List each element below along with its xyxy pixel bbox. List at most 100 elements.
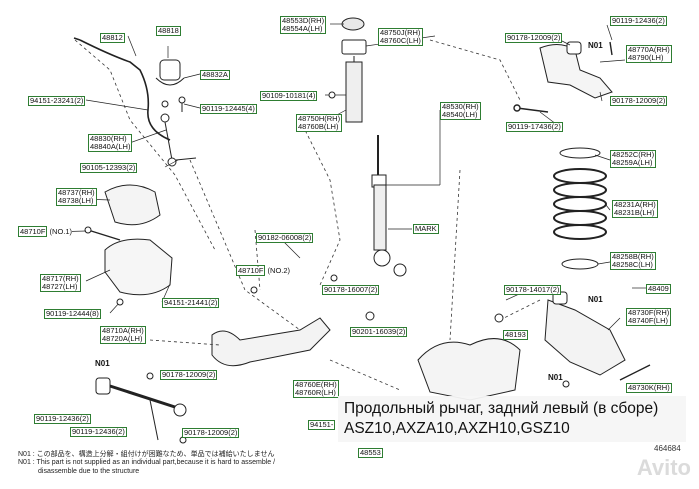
footnote-en-2: disassemble due to the structure — [38, 468, 140, 475]
part-48737-rh: 48737(RH) — [58, 188, 95, 197]
part-48830-rh: 48830(RH) — [90, 134, 127, 143]
note-n01-mid: N01 — [588, 295, 603, 304]
part-48252c-rh: 48252C(RH) — [612, 150, 655, 159]
part-48750h-rh: 48750H(RH) — [298, 114, 341, 123]
part-94151-23241: 94151-23241(2) — [28, 96, 86, 106]
part-48530: 48530(RH) 48540(LH) — [440, 102, 481, 120]
stabilizer-bar — [73, 37, 171, 141]
mark-label: MARK — [413, 224, 439, 234]
part-48717: 48717(RH) 48727(LH) — [40, 274, 81, 292]
part-48231a: 48231A(RH) 48231B(LH) — [612, 200, 658, 218]
part-48710f-number: 48710F — [18, 226, 48, 237]
part-90178-16007: 90178-16007(2) — [322, 285, 380, 295]
part-90178-12009-right: 90178-12009(2) — [610, 96, 668, 106]
part-48259a-lh: 48259A(LH) — [612, 158, 653, 167]
part-48710f-no1: 48710F (NO.1) — [18, 226, 73, 237]
part-48717-rh: 48717(RH) — [42, 274, 79, 283]
part-48258b: 48258B(RH) 48258C(LH) — [610, 252, 656, 270]
part-48409: 48409 — [646, 284, 671, 294]
part-48710a-rh: 48710A(RH) — [102, 326, 144, 335]
part-90119-17436: 90119-17436(2) — [506, 122, 563, 132]
caption-models: ASZ10,AXZA10,AXZH10,GSZ10 — [344, 420, 570, 437]
part-48231a-rh: 48231A(RH) — [614, 200, 656, 209]
part-48530-rh: 48530(RH) — [442, 102, 479, 111]
part-48553d-rh: 48553D(RH) — [282, 16, 325, 25]
stabilizer-bushing — [155, 59, 186, 112]
part-48710f-no2: 48710F (NO.2) — [236, 265, 291, 276]
part-48750j-rh: 48750J(RH) — [380, 28, 421, 37]
lower-arm-48730f — [544, 299, 626, 376]
part-90119-12436-b: 90119-12436(2) — [70, 427, 127, 437]
bolt-48710f-1 — [84, 226, 121, 241]
part-48553d: 48553D(RH) 48554A(LH) — [280, 16, 327, 34]
part-94151: 94151- — [308, 420, 336, 430]
part-48553: 48553 — [358, 448, 383, 458]
part-48760r-lh: 48760R(LH) — [295, 388, 336, 397]
part-48750j: 48750J(RH) 48760C(LH) — [378, 28, 423, 46]
footnote-jp: N01 : この部品を、構造上分解・組付けが困難なため、単品では補給いたしません — [18, 451, 275, 458]
part-90105-12393: 90105-12393(2) — [80, 163, 138, 173]
part-48710f-2-number: 48710F — [236, 265, 266, 276]
note-n01-top: N01 — [588, 41, 603, 50]
part-48258c-lh: 48258C(LH) — [612, 260, 653, 269]
part-48252c: 48252C(RH) 48259A(LH) — [610, 150, 657, 168]
part-caption: Продольный рычаг, задний левый (в сборе)… — [338, 396, 686, 442]
bracket-48717 — [104, 238, 173, 296]
part-90119-12444: 90119-12444(8) — [44, 309, 101, 319]
part-48554a-lh: 48554A(LH) — [282, 24, 323, 33]
part-90182-06008: 90182-06008(2) — [256, 233, 314, 243]
part-48730f-rh: 48730F(RH) — [628, 308, 670, 317]
stabilizer-link — [160, 113, 197, 167]
part-48720a-lh: 48720A(LH) — [102, 334, 143, 343]
part-48760c-lh: 48760C(LH) — [380, 36, 421, 45]
coil-spring-48231 — [553, 147, 607, 270]
part-48710f-2-note: (NO.2) — [267, 266, 291, 275]
part-48738-lh: 48738(LH) — [58, 196, 94, 205]
part-48770a-rh: 48770A(RH) — [628, 45, 670, 54]
note-n01-bottom: N01 — [548, 373, 563, 382]
part-48818: 48818 — [156, 26, 181, 36]
part-48737: 48737(RH) 48738(LH) — [56, 188, 97, 206]
bracket-48737 — [104, 184, 161, 226]
part-48710a: 48710A(RH) 48720A(LH) — [100, 326, 146, 344]
part-90201-16039: 90201-16039(2) — [350, 327, 408, 337]
part-90119-12436-top: 90119-12436(2) — [610, 16, 667, 26]
rear-knuckle — [417, 338, 521, 401]
diagram-code: 464684 — [654, 444, 681, 453]
part-48740f-lh: 48740F(LH) — [628, 316, 669, 325]
bushing-n01-top — [566, 41, 582, 55]
part-90109-10181: 90109-10181(4) — [260, 91, 318, 101]
avito-watermark: Avito — [636, 455, 691, 480]
footnote-en-1: N01 : This part is not supplied as an in… — [18, 459, 276, 466]
part-48770a: 48770A(RH) 48790(LH) — [626, 45, 672, 63]
part-90178-14017: 90178-14017(2) — [504, 285, 562, 295]
part-48258b-rh: 48258B(RH) — [612, 252, 654, 261]
note-n01-left: N01 — [95, 359, 110, 368]
strut-mount — [341, 17, 367, 123]
part-90178-12009-top: 90178-12009(2) — [505, 33, 563, 43]
shock-absorber-48530 — [371, 135, 407, 277]
part-48790-lh: 48790(LH) — [628, 53, 664, 62]
part-48830: 48830(RH) 48840A(LH) — [88, 134, 133, 152]
part-48760e: 48760E(RH) 48760R(LH) — [293, 380, 339, 398]
part-48710f-note: (NO.1) — [49, 227, 73, 236]
lower-arm-48760e — [211, 317, 331, 367]
part-48540-lh: 48540(LH) — [442, 110, 478, 119]
part-94151-21441: 94151-21441(2) — [162, 298, 220, 308]
part-90119-12436-a: 90119-12436(2) — [34, 414, 91, 424]
trailing-arm-48710a — [95, 377, 187, 441]
part-90119-12445: 90119-12445(4) — [200, 104, 257, 114]
dashed-guides — [74, 39, 541, 391]
caption-title: Продольный рычаг, задний левый (в сборе) — [344, 400, 659, 417]
part-48193: 48193 — [503, 330, 528, 340]
part-48231b-lh: 48231B(LH) — [614, 208, 655, 217]
part-90178-12009-a: 90178-12009(2) — [160, 370, 218, 380]
part-48832a: 48832A — [200, 70, 230, 80]
bolts-right — [513, 41, 651, 381]
part-48730f: 48730F(RH) 48740F(LH) — [626, 308, 672, 326]
part-48840a-lh: 48840A(LH) — [90, 142, 131, 151]
part-48727-lh: 48727(LH) — [42, 282, 78, 291]
part-90178-12009-b: 90178-12009(2) — [182, 428, 240, 438]
part-48750h: 48750H(RH) 48760B(LH) — [296, 114, 343, 132]
